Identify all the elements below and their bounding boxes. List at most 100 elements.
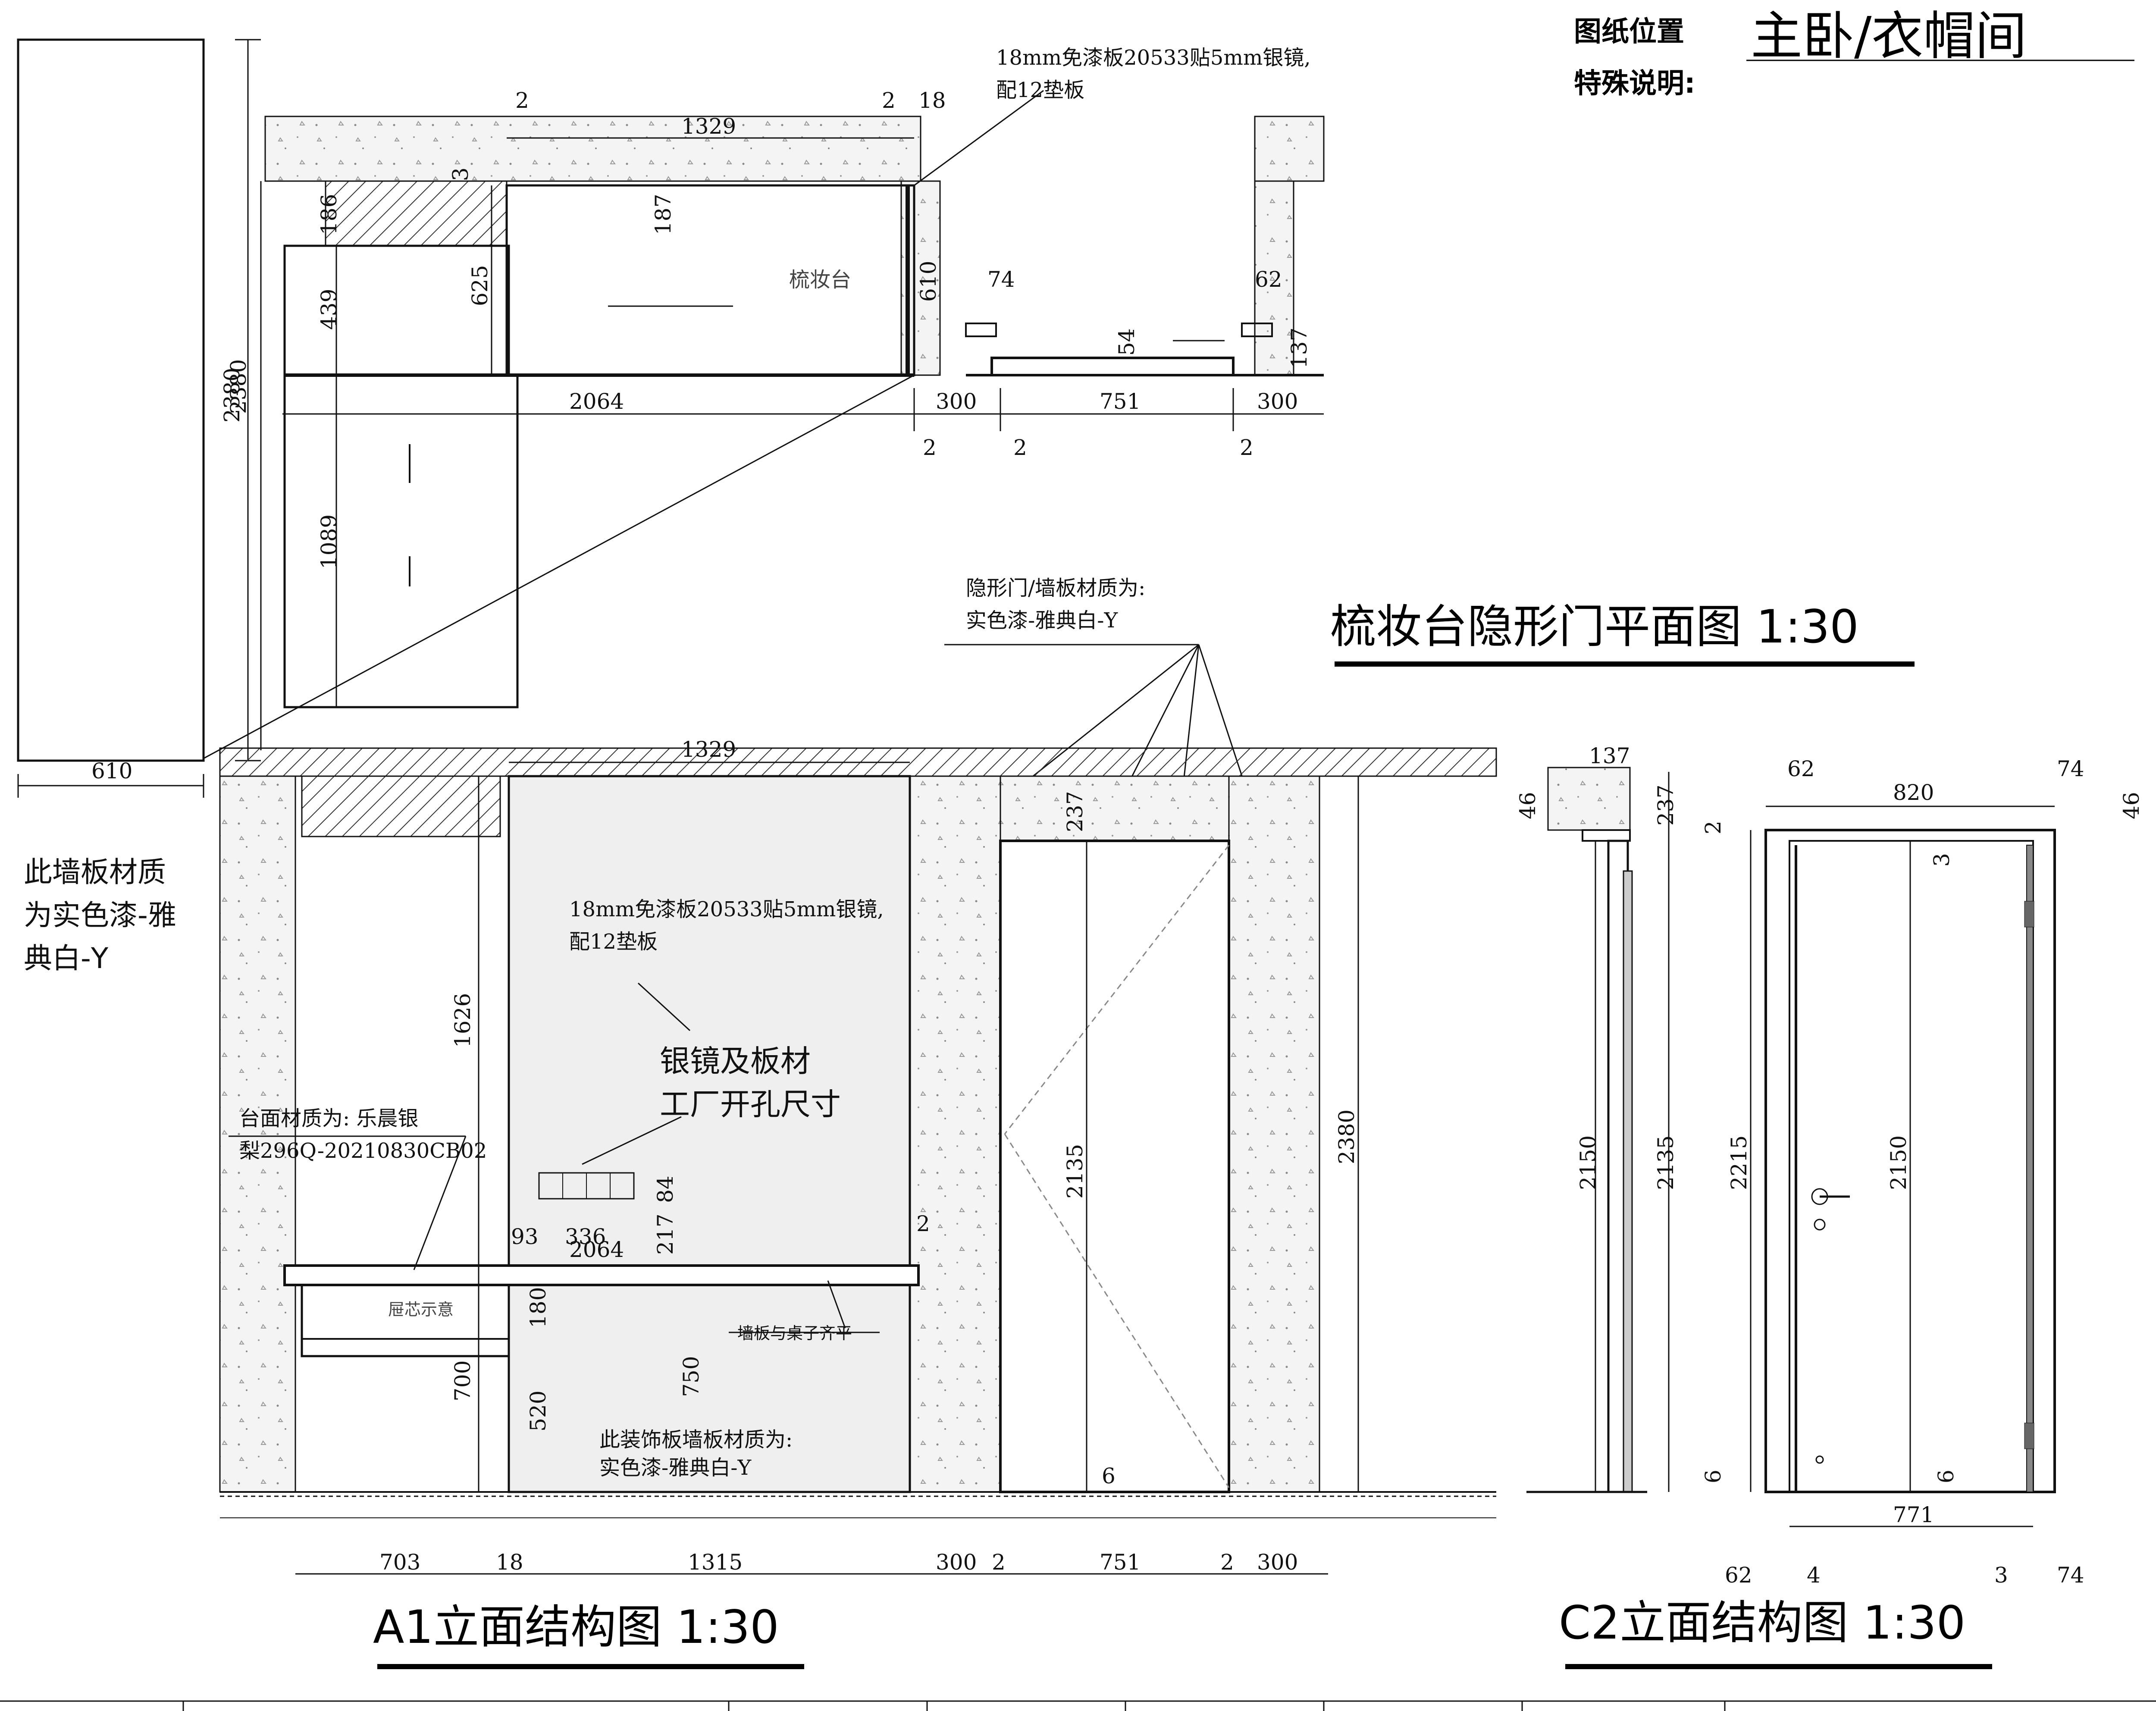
svg-text:750: 750 (679, 1356, 704, 1397)
svg-text:300: 300 (936, 1550, 977, 1575)
location-label: 图纸位置 (1574, 16, 1684, 48)
svg-text:3: 3 (1929, 853, 1954, 867)
svg-text:300: 300 (1257, 389, 1298, 414)
svg-text:2150: 2150 (1886, 1135, 1911, 1190)
left-height-dim: 2380 (219, 368, 244, 423)
svg-text:700: 700 (450, 1360, 475, 1401)
svg-text:2: 2 (1013, 435, 1027, 460)
c2-side-section (1526, 767, 1670, 1493)
plan-view (202, 90, 1325, 760)
svg-text:6: 6 (1701, 1470, 1726, 1483)
a1-title: A1立面结构图 1:30 (373, 1601, 779, 1654)
svg-text:46: 46 (1515, 792, 1540, 819)
svg-text:46: 46 (2119, 792, 2144, 819)
svg-text:820: 820 (1893, 780, 1934, 805)
svg-text:62: 62 (1787, 756, 1815, 781)
location-value: 主卧/衣帽间 (1751, 6, 2027, 66)
svg-text:93: 93 (511, 1224, 539, 1249)
svg-text:为实色漆-雅: 为实色漆-雅 (24, 899, 176, 932)
svg-text:台面材质为: 乐晨银: 台面材质为: 乐晨银 (239, 1106, 418, 1131)
svg-text:62: 62 (1255, 267, 1282, 292)
svg-text:180: 180 (526, 1287, 551, 1328)
svg-text:74: 74 (987, 267, 1015, 292)
svg-text:771: 771 (1893, 1502, 1934, 1527)
sheet-border-bottom (0, 1700, 2156, 1711)
svg-text:237: 237 (1062, 791, 1087, 832)
svg-text:1329: 1329 (681, 114, 736, 139)
svg-text:此装饰板墙板材质为:: 此装饰板墙板材质为: (599, 1428, 793, 1452)
svg-text:3: 3 (1994, 1563, 2008, 1588)
svg-text:74: 74 (2057, 756, 2084, 781)
svg-text:336: 336 (565, 1224, 606, 1249)
svg-text:此墙板材质: 此墙板材质 (24, 856, 166, 889)
svg-text:625: 625 (467, 265, 492, 306)
plan-mirror-note-1: 18mm免漆板20533贴5mm银镜, (996, 46, 1311, 70)
svg-text:300: 300 (936, 389, 977, 414)
left-wall-note: 此墙板材质 为实色漆-雅 典白-Y (24, 856, 176, 975)
svg-text:1626: 1626 (450, 993, 475, 1048)
svg-text:54: 54 (1114, 328, 1139, 356)
plan-mirror-note-2: 配12垫板 (996, 78, 1084, 102)
svg-text:62: 62 (1725, 1563, 1752, 1588)
left-width-dim: 610 (91, 758, 132, 783)
a1-elevation (219, 747, 1497, 1575)
svg-text:1329: 1329 (681, 737, 736, 762)
svg-text:520: 520 (526, 1391, 551, 1432)
a1-dimensions: 1329 237 1626 2135 2380 84 93 336 217 20… (379, 737, 1359, 1575)
svg-text:137: 137 (1287, 328, 1312, 369)
svg-text:3: 3 (448, 167, 473, 181)
svg-text:18: 18 (496, 1550, 523, 1575)
svg-text:2215: 2215 (1727, 1135, 1752, 1190)
svg-text:2: 2 (1220, 1550, 1234, 1575)
svg-text:610: 610 (916, 261, 941, 302)
svg-text:实色漆-雅典白-Y: 实色漆-雅典白-Y (599, 1456, 752, 1480)
svg-text:2150: 2150 (1576, 1135, 1601, 1190)
svg-text:439: 439 (317, 289, 342, 330)
svg-text:工厂开孔尺寸: 工厂开孔尺寸 (660, 1087, 841, 1122)
svg-text:74: 74 (2057, 1563, 2084, 1588)
svg-text:2: 2 (916, 1211, 930, 1236)
svg-text:18: 18 (918, 88, 946, 113)
svg-text:751: 751 (1100, 389, 1141, 414)
a1-notes: 18mm免漆板20533贴5mm银镜, 配12垫板 银镜及板材 工厂开孔尺寸 台… (239, 897, 884, 1480)
svg-text:6: 6 (1934, 1470, 1959, 1483)
plan-dresser-label: 梳妆台 (789, 268, 851, 292)
svg-text:186: 186 (317, 194, 342, 235)
svg-text:2: 2 (882, 88, 896, 113)
svg-text:4: 4 (1807, 1563, 1821, 1588)
svg-text:6: 6 (1102, 1463, 1116, 1489)
svg-text:屉芯示意: 屉芯示意 (388, 1300, 454, 1319)
svg-text:银镜及板材: 银镜及板材 (660, 1044, 811, 1079)
svg-text:2: 2 (1701, 821, 1726, 834)
c2-door-dimensions: 62 820 74 46 3 2215 2150 6 771 62 4 3 74 (1725, 756, 2144, 1588)
svg-text:隐形门/墙板材质为:: 隐形门/墙板材质为: (966, 576, 1145, 600)
svg-text:137: 137 (1589, 743, 1630, 768)
svg-text:18mm免漆板20533贴5mm银镜,: 18mm免漆板20533贴5mm银镜, (569, 897, 884, 921)
svg-text:300: 300 (1257, 1550, 1298, 1575)
svg-text:2135: 2135 (1653, 1135, 1678, 1190)
c2-side-dimensions: 137 46 237 2 2150 2135 6 (1515, 743, 1726, 1483)
plan-title: 梳妆台隐形门平面图 1:30 (1330, 600, 1859, 653)
svg-text:2: 2 (515, 88, 529, 113)
svg-text:1089: 1089 (317, 514, 342, 569)
svg-text:703: 703 (379, 1550, 420, 1575)
svg-text:217: 217 (653, 1214, 678, 1255)
c2-door-elevation (1750, 805, 2056, 1527)
svg-text:187: 187 (651, 194, 676, 235)
svg-text:2064: 2064 (569, 1237, 624, 1262)
plan-dimensions: 2 1329 2 18 3 186 187 625 439 610 74 62 … (226, 88, 1312, 569)
svg-text:2380: 2380 (1334, 1109, 1359, 1164)
svg-text:2064: 2064 (569, 389, 624, 414)
svg-text:2: 2 (923, 435, 937, 460)
svg-text:84: 84 (653, 1175, 678, 1203)
svg-text:配12垫板: 配12垫板 (569, 930, 658, 954)
svg-text:237: 237 (1653, 785, 1678, 826)
svg-text:1315: 1315 (688, 1550, 743, 1575)
svg-text:2380: 2380 (226, 359, 251, 414)
svg-text:2135: 2135 (1062, 1144, 1087, 1199)
c2-title: C2立面结构图 1:30 (1559, 1596, 1965, 1649)
svg-text:墙板与桌子齐平: 墙板与桌子齐平 (737, 1324, 852, 1343)
svg-text:典白-Y: 典白-Y (24, 942, 109, 975)
svg-text:2: 2 (992, 1550, 1006, 1575)
